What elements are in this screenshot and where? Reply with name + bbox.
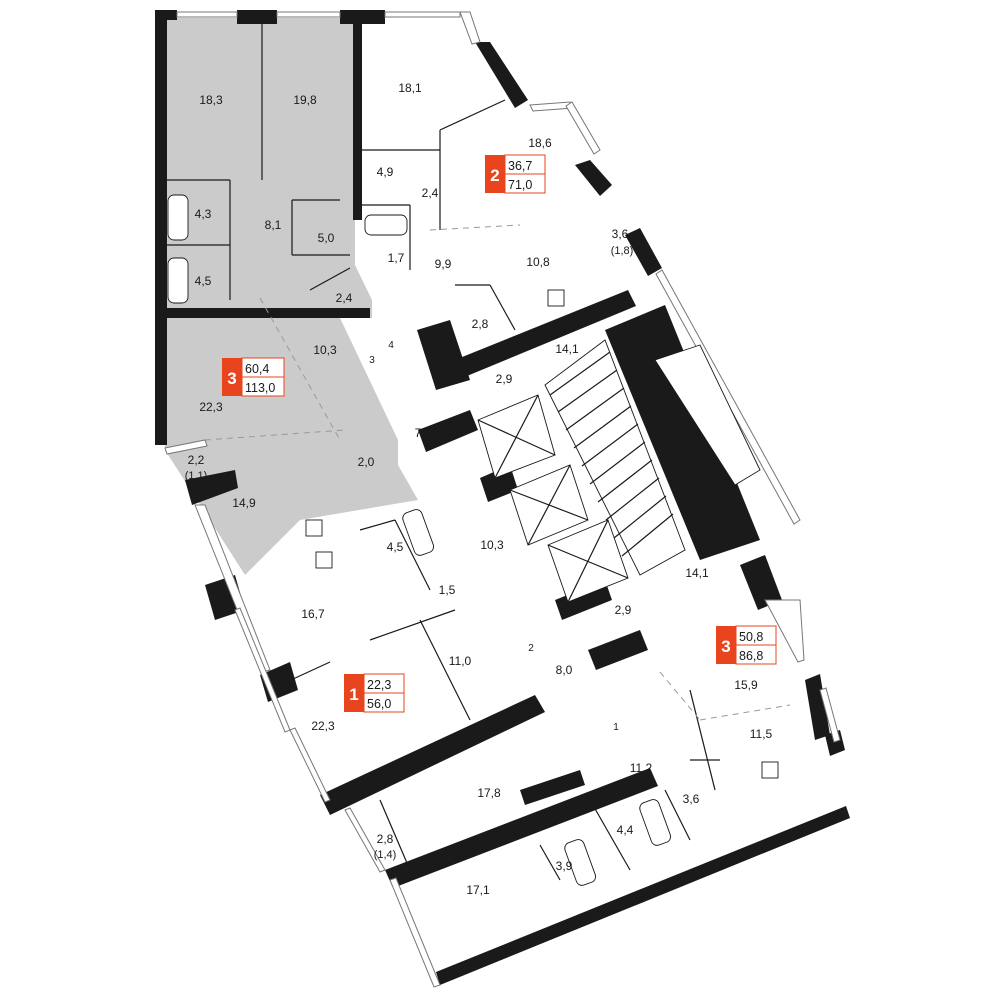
- room-area-label: 18,6: [528, 136, 552, 150]
- room-area-label: 14,9: [232, 496, 256, 510]
- badge-total-area: 113,0: [245, 381, 275, 395]
- room-area-label: 5,0: [318, 231, 335, 245]
- room-area-label: 3,9: [556, 859, 573, 873]
- room-area-label: 2,2: [188, 453, 205, 467]
- room-labels: 18,3 19,8 18,1 18,6 4,9 2,4 4,3 8,1 5,0 …: [185, 81, 773, 897]
- room-area-label: 10,3: [480, 538, 504, 552]
- door-numbers: 1 2 3 4: [369, 340, 619, 733]
- room-area-label: 11,0: [449, 654, 472, 668]
- room-area-label: 7,9: [415, 426, 432, 440]
- room-area-label: 18,1: [398, 81, 422, 95]
- room-area-label: 17,8: [477, 786, 501, 800]
- apartment-badge-3b[interactable]: 3 50,8 86,8: [716, 625, 777, 665]
- room-area-label: 9,9: [435, 257, 452, 271]
- room-area-label: 1,5: [439, 583, 456, 597]
- room-area-label: 4,5: [195, 274, 212, 288]
- room-area-label: 15,9: [734, 678, 758, 692]
- room-area-label: 2,4: [422, 186, 439, 200]
- badge-living-area: 22,3: [367, 678, 391, 692]
- room-balcony-label: (1,1): [185, 470, 208, 482]
- elevator-shafts[interactable]: [477, 394, 629, 603]
- room-balcony-label: (1,8): [611, 245, 634, 257]
- badge-room-count: 3: [227, 369, 236, 388]
- room-area-label: 2,4: [336, 291, 353, 305]
- room-area-label: 8,1: [265, 218, 282, 232]
- door-number-3: 3: [369, 355, 375, 366]
- room-area-label: 18,3: [199, 93, 223, 107]
- badge-living-area: 60,4: [245, 362, 269, 376]
- room-area-label: 4,5: [387, 540, 404, 554]
- room-area-label: 10,3: [313, 343, 337, 357]
- room-area-label: 2,8: [377, 832, 394, 846]
- room-area-label: 2,9: [496, 372, 513, 386]
- stove-icons: [305, 289, 779, 779]
- room-area-label: 2,0: [358, 455, 375, 469]
- room-area-label: 3,6: [683, 792, 700, 806]
- room-area-label: 19,8: [293, 93, 317, 107]
- room-area-label: 8,0: [556, 663, 573, 677]
- room-area-label: 2,8: [472, 317, 489, 331]
- badge-total-area: 56,0: [367, 697, 391, 711]
- room-area-label: 17,1: [466, 883, 490, 897]
- bathtub-icons: [167, 194, 672, 886]
- room-area-label: 22,3: [311, 719, 335, 733]
- badge-living-area: 50,8: [739, 630, 763, 644]
- room-area-label: 4,3: [195, 207, 212, 221]
- room-area-label: 22,3: [199, 400, 223, 414]
- room-area-label: 14,1: [685, 566, 709, 580]
- door-number-1: 1: [613, 722, 619, 733]
- zone-dividers: [204, 224, 791, 721]
- room-area-label: 11,5: [750, 727, 773, 741]
- room-balcony-label: (1,4): [374, 849, 397, 861]
- staircase: [544, 339, 761, 576]
- badge-total-area: 86,8: [739, 649, 763, 663]
- door-number-2: 2: [528, 643, 534, 654]
- apartment-badge-3a[interactable]: 3 60,4 113,0: [222, 357, 285, 397]
- room-area-label: 14,1: [555, 342, 579, 356]
- badge-room-count: 2: [490, 166, 499, 185]
- room-area-label: 2,9: [615, 603, 632, 617]
- outer-walls: [155, 10, 850, 985]
- apartment-badge-1[interactable]: 1 22,3 56,0: [344, 673, 405, 713]
- interior-walls: [167, 24, 720, 881]
- badge-living-area: 36,7: [508, 159, 532, 173]
- badge-total-area: 71,0: [508, 178, 532, 192]
- badge-room-count: 1: [349, 685, 358, 704]
- badge-room-count: 3: [721, 637, 730, 656]
- door-number-4: 4: [388, 340, 394, 351]
- room-area-label: 4,9: [377, 165, 394, 179]
- room-area-label: 16,7: [301, 607, 325, 621]
- room-area-label: 1,7: [388, 251, 405, 265]
- room-area-label: 11,2: [630, 761, 653, 775]
- windows: [164, 11, 841, 988]
- room-area-label: 3,6: [612, 227, 629, 241]
- apartment-badge-2[interactable]: 2 36,7 71,0: [485, 154, 546, 194]
- room-area-label: 4,4: [617, 823, 634, 837]
- room-area-label: 10,8: [526, 255, 550, 269]
